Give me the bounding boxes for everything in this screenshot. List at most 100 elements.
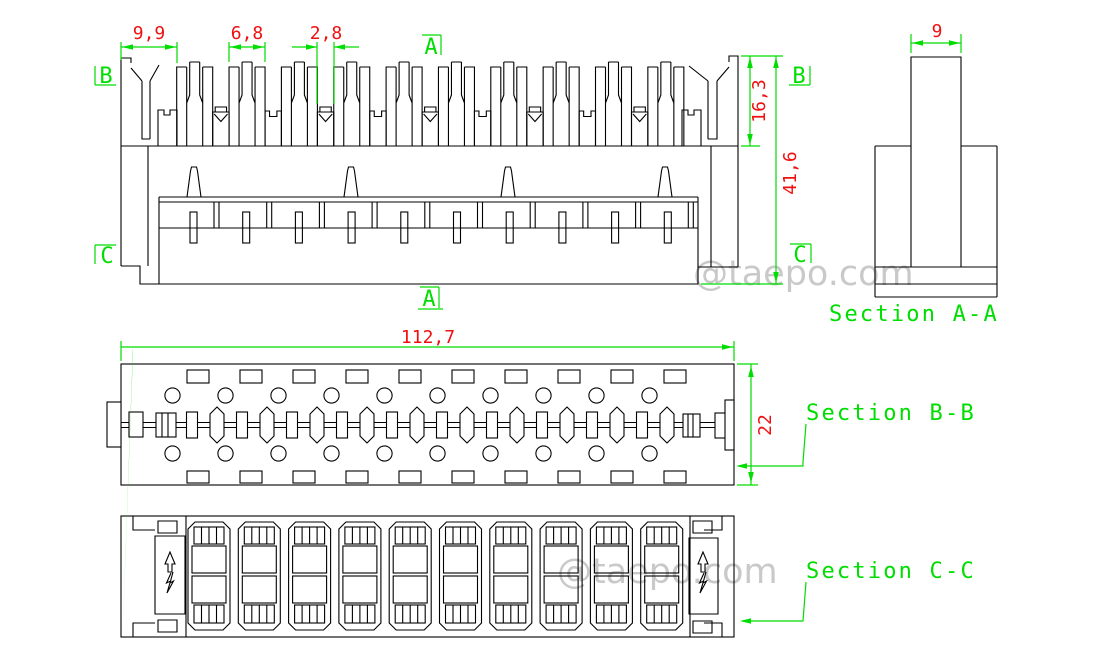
wire-contact-hex xyxy=(459,406,475,444)
dim-16-3: 16,3 xyxy=(741,55,783,147)
bb-holes xyxy=(164,369,687,484)
cell-upper-window xyxy=(392,545,428,574)
bb-right-block xyxy=(714,412,727,439)
section-markers: A A B B C C xyxy=(94,34,812,312)
cell-upper-window xyxy=(191,545,227,574)
dim-9-9: 9,9 xyxy=(120,23,178,63)
front-view xyxy=(120,55,739,285)
cell-lower-window xyxy=(442,575,479,604)
tray-divider xyxy=(635,202,642,228)
vent-slot xyxy=(345,470,369,484)
marker-c-left-text: C xyxy=(100,244,113,269)
bb-end-fittings xyxy=(106,399,735,451)
vent-slot xyxy=(239,470,263,484)
idc-tower xyxy=(490,61,528,146)
front-left-wall xyxy=(120,57,178,266)
cell-top-dividers xyxy=(251,527,268,544)
wire-contact-rect xyxy=(285,411,299,439)
locating-pin xyxy=(657,166,673,198)
wire-port-hole xyxy=(376,387,393,404)
cc-module-cells xyxy=(187,521,684,631)
tray-divider xyxy=(582,202,589,228)
vent-slot xyxy=(557,369,581,384)
wire-port-hole xyxy=(535,387,552,404)
dim-tower-width-text: 6,8 xyxy=(231,23,264,44)
wire-port-hole xyxy=(429,387,446,404)
wire-port-hole xyxy=(164,445,181,462)
marker-a-bottom-text: A xyxy=(422,287,435,312)
marker-c-left: C xyxy=(94,244,116,269)
dim-slot-width-text: 2,8 xyxy=(310,23,343,44)
idc-tower xyxy=(228,61,266,146)
wire-port-hole xyxy=(588,387,605,404)
cell-bottom-dividers xyxy=(351,605,368,623)
section-cc-label: Section C-C xyxy=(806,559,976,584)
wire-port-hole xyxy=(482,445,499,462)
cc-right-end xyxy=(688,516,723,637)
vent-slot xyxy=(398,470,422,484)
marker-c-right-text: C xyxy=(793,243,806,268)
wire-port-hole xyxy=(217,445,234,462)
wire-port-hole xyxy=(588,445,605,462)
vent-slot xyxy=(398,369,422,384)
module-cell xyxy=(187,521,231,631)
wire-contact-hex xyxy=(609,406,625,444)
wire-contact-rect xyxy=(335,411,349,439)
cell-lower-window xyxy=(241,575,277,604)
tray-tab xyxy=(452,211,462,244)
wire-port-hole xyxy=(323,387,340,404)
wire-port-hole xyxy=(429,445,446,462)
cell-top-dividers xyxy=(452,527,469,544)
disconnect-contact-chevron xyxy=(526,106,544,146)
tray-divider xyxy=(424,202,431,228)
dim-112-7: 112,7 xyxy=(120,327,735,650)
dimensions: 9,9 6,8 2,8 16,3 41,6 xyxy=(120,21,962,650)
disconnect-contact-chevron xyxy=(421,106,439,146)
wire-port-hole xyxy=(641,445,658,462)
section-cc-view xyxy=(120,515,735,638)
wire-port-hole xyxy=(376,445,393,462)
vent-slot xyxy=(186,470,210,484)
tray-divider xyxy=(529,202,536,228)
marker-b-left: B xyxy=(94,64,116,89)
cell-lower-window xyxy=(644,575,680,604)
marker-b-right-text: B xyxy=(792,64,805,89)
wire-port-hole xyxy=(164,387,181,404)
tray-tab xyxy=(558,211,567,244)
cell-bottom-dividers xyxy=(553,605,570,623)
vent-slot xyxy=(186,369,210,384)
idc-tower xyxy=(542,61,580,146)
idc-tower xyxy=(333,61,371,146)
tray-divider xyxy=(266,202,273,228)
vent-slot xyxy=(345,369,369,384)
cell-lower-window xyxy=(593,575,629,604)
separator-nub xyxy=(369,110,387,146)
vent-slot xyxy=(292,369,316,384)
dim-6-8: 6,8 xyxy=(228,23,266,62)
wire-contact-rect xyxy=(185,411,199,439)
wire-port-hole xyxy=(323,445,340,462)
disconnect-contact-chevron xyxy=(316,106,335,146)
section-bb-label: Section B-B xyxy=(806,401,976,426)
separator-nub xyxy=(578,110,597,146)
cell-upper-window xyxy=(292,545,328,574)
tray-tab xyxy=(663,211,672,244)
vent-slot xyxy=(504,369,528,384)
tray-divider xyxy=(213,202,220,228)
cell-bottom-dividers xyxy=(653,605,670,623)
idc-tower xyxy=(437,61,475,146)
section-aa-label: Section A-A xyxy=(829,302,999,327)
cell-lower-window xyxy=(191,575,227,604)
tray-tab xyxy=(505,211,514,244)
bb-left-block xyxy=(128,411,144,438)
cell-lower-window xyxy=(292,575,328,604)
wire-port-hole xyxy=(217,387,234,404)
cell-upper-window xyxy=(644,545,680,574)
cc-left-end xyxy=(132,516,187,637)
dim-9: 9 xyxy=(910,21,962,53)
section-labels: Section A-A Section B-B Section C-C xyxy=(736,302,999,624)
tray-details xyxy=(186,166,694,244)
cell-upper-window xyxy=(493,545,529,574)
